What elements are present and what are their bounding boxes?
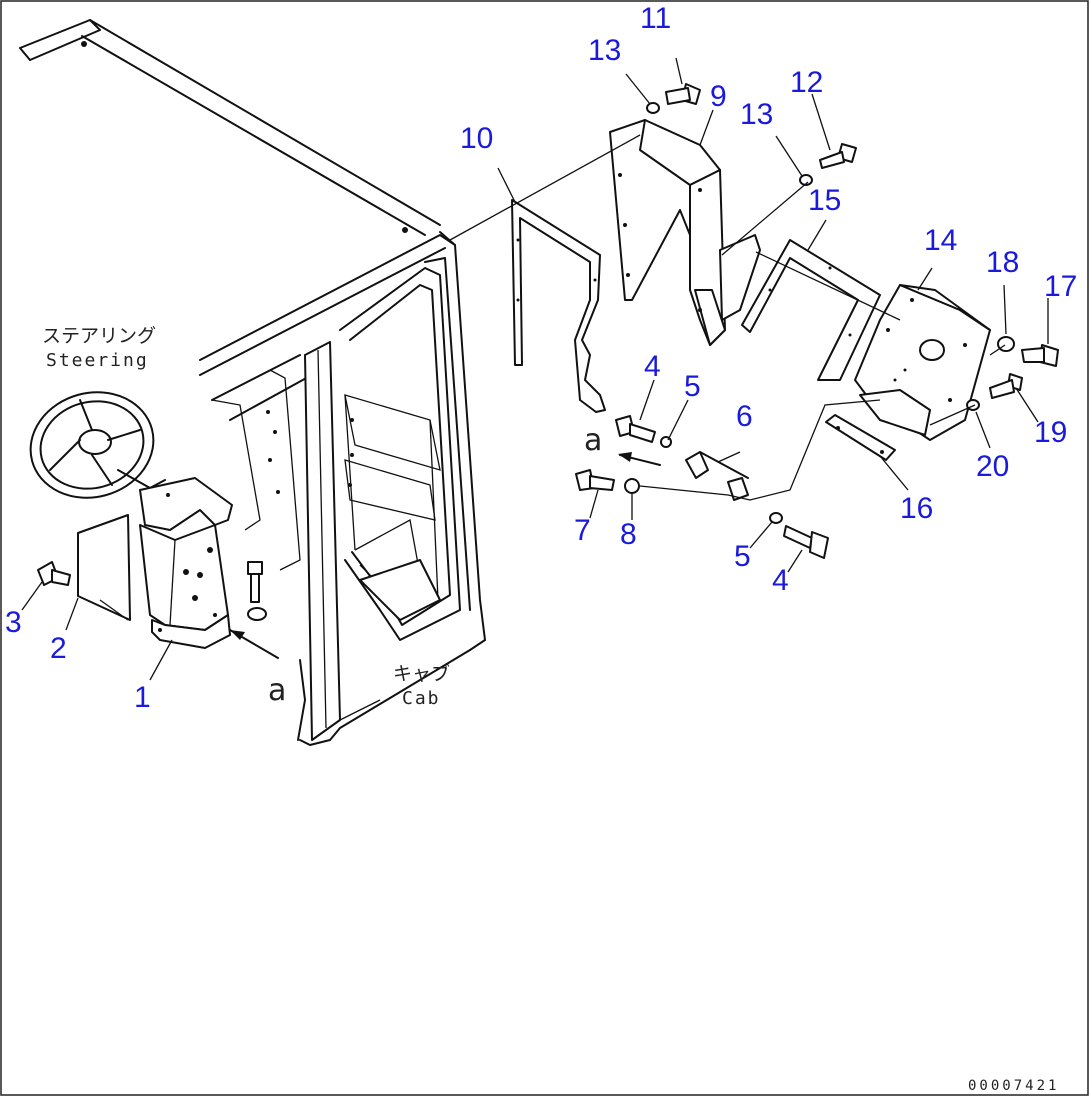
callout-1: 1 [134, 681, 151, 714]
part-4-bolt-lower [783, 525, 829, 559]
part-6-bracket [685, 451, 749, 501]
part-15-gasket [741, 239, 881, 381]
steering-label-en: Steering [46, 350, 149, 371]
callout-8: 8 [620, 518, 637, 551]
part-5-washer-upper [660, 436, 672, 448]
callout-13-right: 13 [740, 98, 773, 131]
part-10-gasket [511, 199, 606, 413]
callout-3: 3 [5, 606, 22, 639]
callout-7: 7 [574, 514, 591, 547]
callout-4-upper: 4 [644, 350, 661, 383]
steering-wheel [29, 391, 166, 499]
callout-5-lower: 5 [734, 540, 751, 573]
callout-9: 9 [710, 80, 727, 113]
part-8-washer [624, 478, 640, 494]
part-12-bolt [819, 143, 857, 169]
part-5-washer-lower [769, 512, 783, 524]
part-2-cover-plate [77, 514, 131, 621]
callout-17: 17 [1044, 270, 1077, 303]
part-19-bolt [989, 373, 1023, 399]
part-17-bolt [1021, 344, 1059, 367]
part-9-bracket [609, 119, 761, 346]
callout-16: 16 [900, 492, 933, 525]
callout-18: 18 [986, 246, 1019, 279]
part-16-spacer [825, 414, 896, 461]
callout-13-upper: 13 [588, 34, 621, 67]
part-13-washer-upper [646, 102, 660, 114]
reference-arrow-a-lower [229, 629, 279, 659]
callout-11: 11 [640, 2, 671, 35]
callout-20: 20 [976, 450, 1009, 483]
callout-19: 19 [1034, 416, 1067, 449]
callout-14: 14 [924, 224, 957, 257]
part-13-washer-right [799, 174, 813, 186]
part-20-washer [966, 399, 980, 411]
cab-label-en: Cab [402, 688, 441, 709]
assembly-lines [99, 134, 1006, 721]
reference-letter-a-upper: a [584, 423, 602, 458]
part-18-washer [997, 336, 1015, 352]
mounting-bolt [247, 561, 267, 621]
callout-15: 15 [808, 184, 841, 217]
cab-body [19, 19, 486, 746]
part-11-bolt [665, 83, 701, 105]
callout-6: 6 [736, 400, 753, 433]
callout-4-lower: 4 [772, 564, 789, 597]
reference-letter-a-lower: a [268, 673, 286, 708]
callout-2: 2 [50, 632, 67, 665]
part-14-mounting-bracket [854, 284, 991, 441]
callout-12: 12 [790, 66, 823, 99]
callout-leaders [21, 57, 1049, 681]
part-7-bolt [575, 469, 615, 491]
cab-label-jp: キャブ [393, 662, 450, 685]
part-3-bolt [37, 561, 71, 586]
drawing-code: 00007421 [968, 1078, 1059, 1094]
callout-10: 10 [460, 122, 493, 155]
callout-5-upper: 5 [684, 370, 701, 403]
part-1-steering-column [139, 477, 233, 649]
part-4-bolt-upper [615, 415, 656, 443]
reference-arrow-a-upper [618, 452, 661, 466]
steering-label-jp: ステアリング [42, 325, 156, 347]
